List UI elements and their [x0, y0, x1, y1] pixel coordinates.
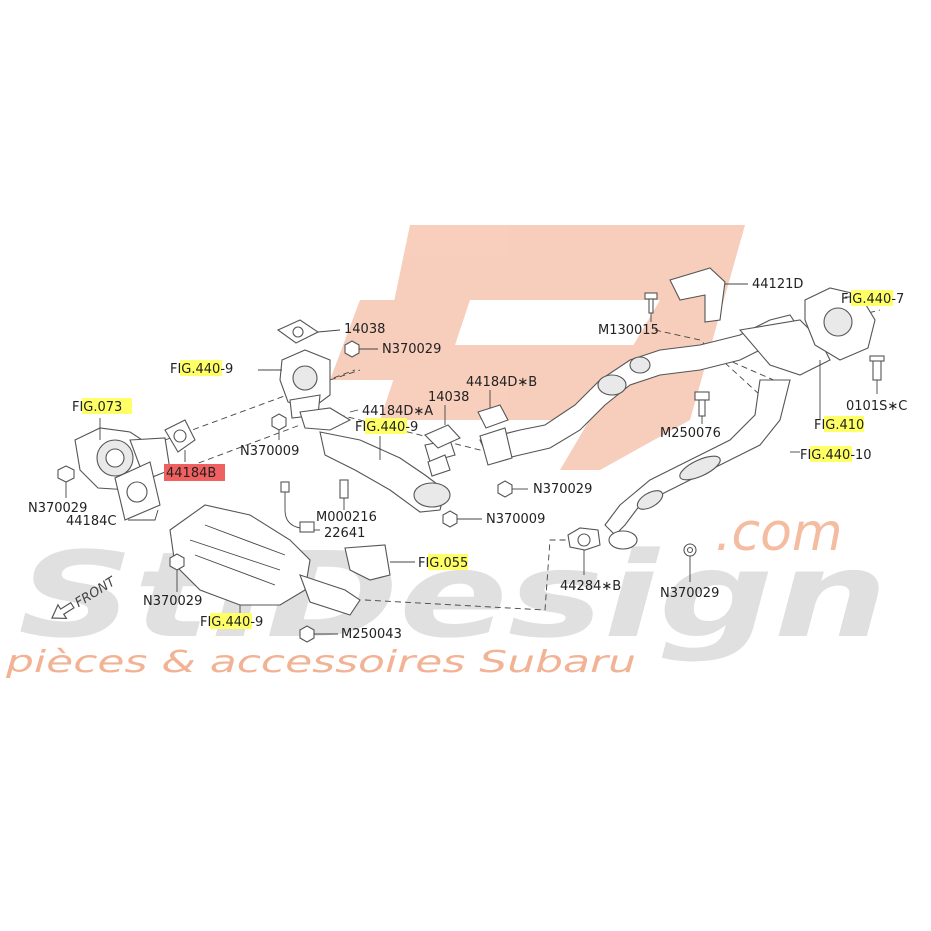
- nut-n370029-c: [497, 480, 513, 498]
- selected-44184b: [164, 464, 225, 481]
- rear-pipe: [604, 319, 831, 550]
- center-pipe: [479, 314, 801, 466]
- label-n370029-c[interactable]: N370029: [533, 482, 592, 497]
- label-fig440-10[interactable]: FIG.440-10: [800, 448, 872, 463]
- watermark: StiDesign .com pièces & accessoires Suba…: [5, 225, 888, 680]
- valve-assembly: [279, 349, 331, 419]
- nut-n370029-a: [344, 340, 360, 358]
- highlight-fig440-9-b: [365, 418, 407, 434]
- label-m000216[interactable]: M000216: [316, 510, 377, 525]
- label-44184b[interactable]: 44184B: [166, 466, 216, 481]
- highlight-fig410: [824, 416, 864, 432]
- gasket-44184c: [114, 461, 161, 521]
- highlight-fig440-10: [810, 446, 852, 462]
- label-14038-b[interactable]: 14038: [428, 390, 469, 405]
- gasket-14038-b: [424, 424, 461, 449]
- label-n370029-e[interactable]: N370029: [660, 586, 719, 601]
- label-n370029-d[interactable]: N370029: [143, 594, 202, 609]
- watermark-tagline: pièces & accessoires Subaru: [5, 645, 636, 680]
- label-m250076[interactable]: M250076: [660, 426, 721, 441]
- nut-n370029-d: [169, 553, 185, 571]
- highlight-fig440-7: [851, 290, 893, 306]
- gasket-14038-a: [276, 319, 320, 344]
- turbocharger: [74, 427, 171, 491]
- label-fig440-9-c[interactable]: FIG.440-9: [200, 615, 263, 630]
- label-n370029-a[interactable]: N370029: [382, 342, 441, 357]
- label-44284b[interactable]: 44284∗B: [560, 579, 621, 594]
- lead-lines: [65, 283, 878, 635]
- gasket-44284-b: [567, 527, 601, 551]
- gasket-44184b: [164, 419, 196, 453]
- nut-n370029-b: [57, 465, 75, 483]
- highlight-fig440-9-a: [180, 360, 222, 376]
- washer-n370029-e: [683, 543, 697, 557]
- label-44121d[interactable]: 44121D: [752, 277, 803, 292]
- label-44184c[interactable]: 44184C: [66, 514, 116, 529]
- bolt-m250076: [694, 391, 710, 417]
- label-m250043[interactable]: M250043: [341, 627, 402, 642]
- label-0101s-c[interactable]: 0101S∗C: [846, 399, 907, 414]
- label-fig440-7[interactable]: FIG.440-7: [841, 292, 904, 307]
- highlight-fig055: [428, 554, 468, 570]
- bolt-0101s-c: [869, 355, 885, 381]
- label-fig055[interactable]: FIG.055: [418, 556, 468, 571]
- front-arrow-icon: [51, 601, 75, 620]
- label-44184d-b[interactable]: 44184D∗B: [466, 375, 537, 390]
- nut-n370009-b: [442, 510, 458, 528]
- part-labels: 14038 N370029 FIG.440-9 FIG.073 44184B N…: [28, 277, 907, 642]
- label-22641[interactable]: 22641: [324, 526, 365, 541]
- label-n370009-a[interactable]: N370009: [240, 444, 299, 459]
- catalytic-converter: [169, 504, 361, 616]
- label-44184d-a[interactable]: 44184D∗A: [362, 404, 433, 419]
- bracket-44121d: [669, 267, 726, 323]
- bracket-fig055: [344, 544, 391, 581]
- label-n370029-b[interactable]: N370029: [28, 501, 87, 516]
- stud-m000216: [339, 479, 349, 499]
- watermark-brand: StiDesign: [18, 526, 888, 664]
- label-14038-a[interactable]: 14038: [344, 322, 385, 337]
- label-n370009-b[interactable]: N370009: [486, 512, 545, 527]
- label-fig410[interactable]: FIG.410: [814, 418, 864, 433]
- label-fig440-9-b[interactable]: FIG.440-9: [355, 420, 418, 435]
- gasket-44184d-b: [477, 404, 509, 429]
- nut-n370009-a: [271, 413, 287, 431]
- watermark-domain: .com: [715, 503, 843, 563]
- highlight-fig073: [82, 398, 132, 414]
- bolt-m250043: [299, 625, 315, 643]
- highlight-fig440-9-c: [210, 613, 252, 629]
- label-fig073[interactable]: FIG.073: [72, 400, 122, 415]
- label-m130015[interactable]: M130015: [598, 323, 659, 338]
- label-fig440-9-a[interactable]: FIG.440-9: [170, 362, 233, 377]
- o2-sensor-22641: [280, 481, 315, 533]
